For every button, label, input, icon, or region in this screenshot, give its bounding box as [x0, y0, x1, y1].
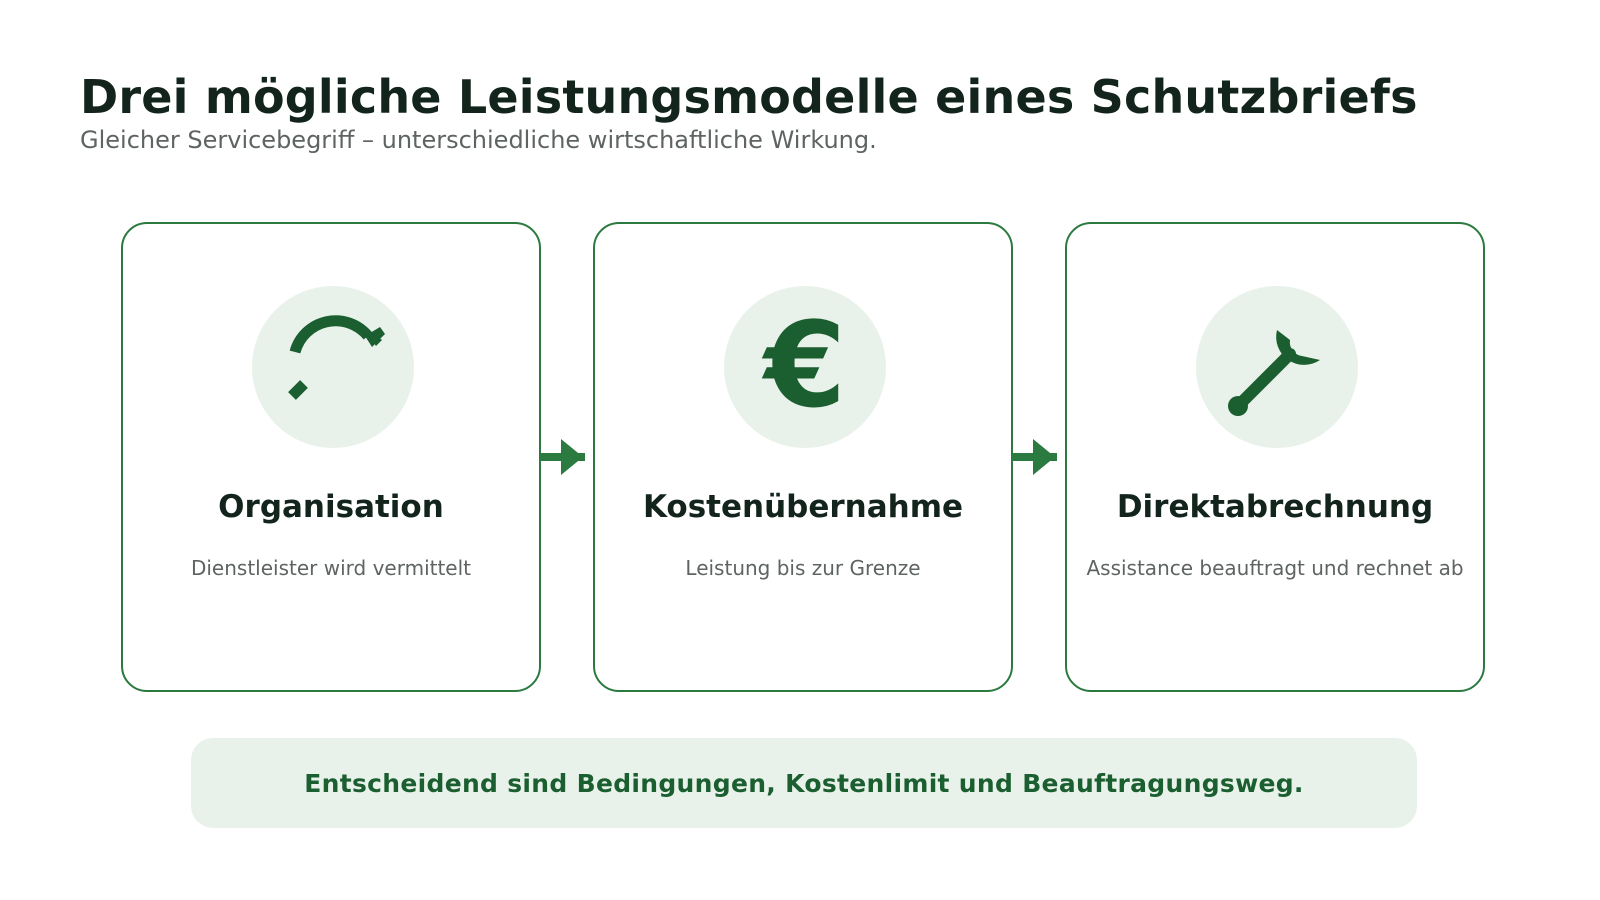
euro-symbol: € [761, 296, 846, 434]
card-title: Kostenübernahme [642, 489, 964, 525]
wrench-icon [1228, 330, 1320, 416]
icon-circle: € [724, 286, 886, 448]
card-description: Leistung bis zur Grenze [685, 556, 921, 580]
arrow-right-icon [541, 439, 585, 475]
conclusion-banner: Entscheidend sind Bedingungen, Kostenlim… [191, 738, 1417, 828]
card-title: Organisation [218, 489, 444, 525]
icon-circle [252, 286, 414, 448]
conclusion-text: Entscheidend sind Bedingungen, Kostenlim… [304, 768, 1304, 798]
page-title: Drei mögliche Leistungsmodelle eines Sch… [80, 70, 1418, 124]
card-title: Direktabrechnung [1116, 489, 1434, 525]
card-organisation: Organisation Dienstleister wird vermitte… [121, 222, 541, 692]
card-description: Dienstleister wird vermittelt [190, 556, 472, 580]
page-subtitle: Gleicher Servicebegriff – unterschiedlic… [80, 126, 877, 154]
card-kostenuebernahme: € Kostenübernahme Leistung bis zur Grenz… [593, 222, 1013, 692]
icon-circle [1196, 286, 1358, 448]
euro-icon: € [761, 296, 846, 434]
card-description: Assistance beauftragt und rechnet ab [1086, 556, 1464, 580]
card-direktabrechnung: Direktabrechnung Assistance beauftragt u… [1065, 222, 1485, 692]
arrow-right-icon [1013, 439, 1057, 475]
refresh-icon [288, 315, 385, 400]
